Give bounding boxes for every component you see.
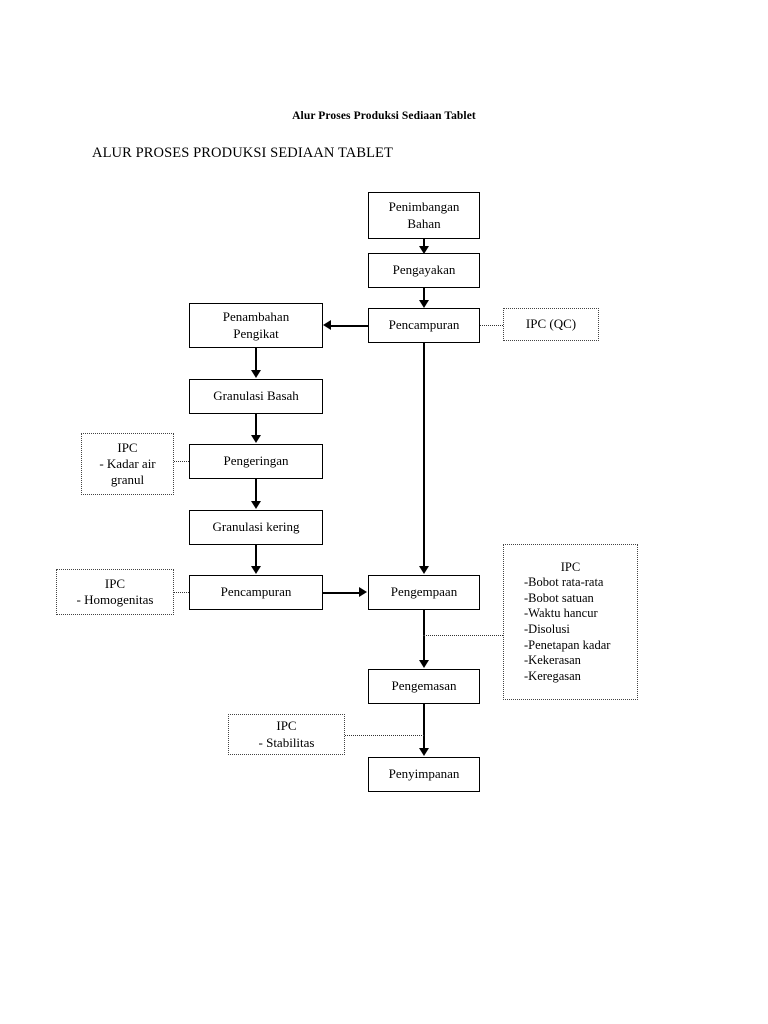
arrowhead-down — [251, 566, 261, 574]
node-line: - Kadar air — [99, 455, 156, 471]
node-line: granul — [110, 472, 145, 488]
ipc-list-item: -Kekerasan — [524, 653, 581, 668]
ipc-list-item: -Bobot satuan — [524, 590, 594, 605]
node-pencampuran-bawah: Pencampuran — [189, 575, 323, 610]
connector-pencampuran-to-pengempaan — [323, 592, 360, 594]
page-title: Alur Proses Produksi Sediaan Tablet — [292, 110, 476, 122]
arrowhead-left — [323, 320, 331, 330]
connector-ipc-stabilitas-to-penyimpanan — [345, 735, 424, 736]
node-line: IPC (QC) — [525, 316, 577, 332]
node-penimbangan-bahan: Penimbangan Bahan — [368, 192, 480, 239]
node-line: Pengikat — [233, 325, 279, 341]
arrowhead-right — [359, 587, 367, 597]
node-line: IPC — [117, 439, 138, 455]
node-pengeringan: Pengeringan — [189, 444, 323, 479]
connector-pencampuran-to-pengempaan-vertical — [423, 343, 425, 567]
arrowhead-down — [419, 660, 429, 668]
ipc-list-item: -Waktu hancur — [524, 606, 598, 621]
ipc-list-header: IPC — [560, 559, 581, 574]
node-pengemasan: Pengemasan — [368, 669, 480, 704]
node-line: Penimbangan — [388, 199, 460, 215]
node-line: Pencampuran — [388, 317, 460, 333]
node-line: Pengemasan — [391, 678, 457, 694]
node-ipc-tablet: IPC -Bobot rata-rata -Bobot satuan -Wakt… — [503, 544, 638, 700]
node-pengayakan: Pengayakan — [368, 253, 480, 288]
node-pengempaan: Pengempaan — [368, 575, 480, 610]
node-line: Pencampuran — [220, 584, 292, 600]
connector-pencampuran-to-penambahan — [331, 325, 368, 327]
connector-granulasi-basah-to-pengeringan — [255, 414, 257, 436]
ipc-list-item: -Bobot rata-rata — [524, 575, 604, 590]
node-line: Pengeringan — [223, 453, 289, 469]
node-ipc-stabilitas: IPC - Stabilitas — [228, 714, 345, 755]
node-line: Penyimpanan — [388, 766, 460, 782]
connector-pengeringan-to-granulasi-kering — [255, 479, 257, 502]
node-line: Pengayakan — [392, 262, 456, 278]
node-line: IPC — [276, 718, 297, 734]
connector-pengayakan-to-pencampuran — [423, 288, 425, 301]
connector-ipc-tablet-to-pengempaan — [423, 635, 503, 636]
node-line: - Stabilitas — [258, 734, 315, 750]
connector-ipc-kadar-air-to-pengeringan — [174, 461, 189, 462]
ipc-list-item: -Keregasan — [524, 668, 581, 683]
node-line: - Homogenitas — [76, 592, 154, 607]
connector-pengemasan-to-penyimpanan — [423, 704, 425, 749]
arrowhead-down — [419, 748, 429, 756]
connector-granulasi-kering-to-pencampuran — [255, 545, 257, 567]
node-ipc-homogenitas: IPC - Homogenitas — [56, 569, 174, 615]
node-granulasi-kering: Granulasi kering — [189, 510, 323, 545]
node-penyimpanan: Penyimpanan — [368, 757, 480, 792]
page-subtitle: ALUR PROSES PRODUKSI SEDIAAN TABLET — [92, 145, 393, 161]
node-line: Penambahan — [222, 309, 290, 325]
node-penambahan-pengikat: Penambahan Pengikat — [189, 303, 323, 348]
node-line: Granulasi Basah — [213, 388, 299, 404]
arrowhead-down — [251, 435, 261, 443]
arrowhead-down — [419, 246, 429, 254]
node-ipc-qc: IPC (QC) — [503, 308, 599, 341]
arrowhead-down — [251, 501, 261, 509]
node-ipc-kadar-air: IPC - Kadar air granul — [81, 433, 174, 495]
node-granulasi-basah: Granulasi Basah — [189, 379, 323, 414]
connector-pencampuran-to-ipc-qc — [480, 325, 503, 326]
arrowhead-down — [419, 566, 429, 574]
ipc-list-item: -Penetapan kadar — [524, 637, 611, 652]
arrowhead-down — [419, 300, 429, 308]
connector-ipc-homogenitas-to-pencampuran — [174, 592, 189, 593]
node-line: IPC — [104, 575, 126, 591]
node-line: Bahan — [407, 215, 441, 231]
arrowhead-down — [251, 370, 261, 378]
connector-penambahan-to-granulasi-basah — [255, 348, 257, 371]
connector-penimbangan-to-pengayakan — [423, 239, 425, 248]
node-line: Pengempaan — [390, 584, 458, 600]
node-pencampuran-atas: Pencampuran — [368, 308, 480, 343]
ipc-list-item: -Disolusi — [524, 622, 570, 636]
node-line: Granulasi kering — [212, 519, 300, 535]
